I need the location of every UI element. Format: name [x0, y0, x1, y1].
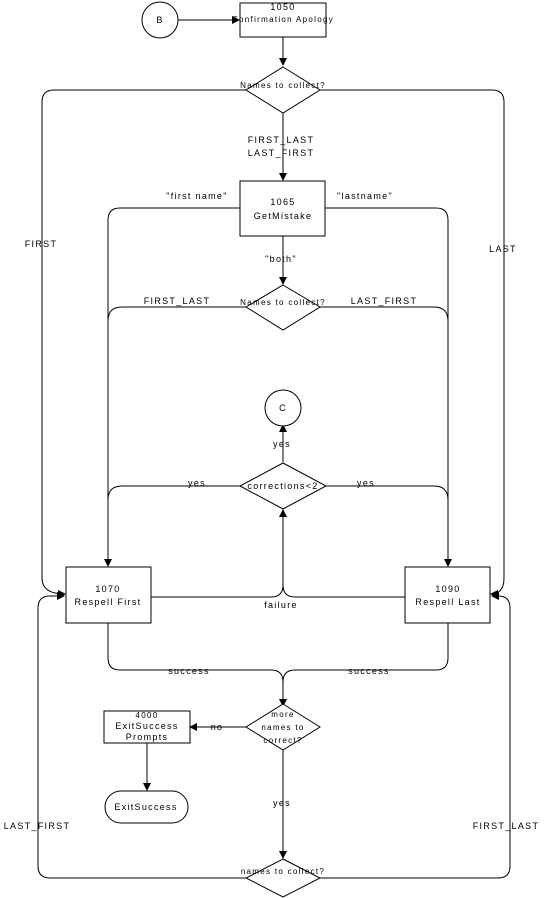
label-last-first-top: LAST_FIRST: [248, 148, 315, 158]
node-1070-label: Respell First: [75, 597, 142, 607]
node-1065-get-mistake: 1065 GetMistake: [239, 180, 326, 237]
edge-labels: FIRST_LAST LAST_FIRST FIRST LAST "first …: [4, 135, 540, 831]
label-firstname: "first name": [166, 191, 228, 201]
edge-1070-success: [107, 623, 287, 707]
edge-names1-first-to-1070: [41, 89, 246, 598]
label-first-last-top: FIRST_LAST: [248, 135, 315, 145]
label-first-last-mid: FIRST_LAST: [144, 296, 211, 306]
edge-names2-last-first: [320, 306, 449, 322]
edge-1070-failure: [151, 509, 287, 598]
edge-names3-first-last-to-1090: [320, 592, 511, 879]
decision-names-to-collect-2: Names to collect?: [240, 284, 326, 331]
node-4000-line2: Prompts: [126, 732, 169, 742]
label-yes-down: yes: [273, 798, 291, 808]
decision-names-2-label: Names to collect?: [240, 298, 326, 307]
node-4000-exit-success-prompts: 4000 ExitSuccess Prompts: [103, 710, 191, 744]
edge-1065-firstname-to-1070: [104, 207, 240, 567]
node-4000-id: 4000: [136, 711, 159, 720]
label-first-last-bottom: FIRST_LAST: [473, 821, 540, 831]
decision-more-line3: correct?: [263, 736, 302, 745]
terminal-exit-success: ExitSuccess: [104, 790, 189, 824]
decision-more-line1: more: [271, 710, 294, 719]
label-failure: failure: [264, 600, 298, 610]
terminal-exit-label: ExitSuccess: [114, 802, 177, 812]
node-1050-label: Confirmation Apology: [232, 15, 334, 24]
connector-c-label: C: [279, 403, 287, 413]
edges: [37, 16, 511, 879]
label-success-right: success: [348, 666, 390, 676]
connector-c: C: [264, 389, 302, 427]
label-success-left: success: [168, 666, 210, 676]
node-1050-id: 1050: [270, 2, 295, 12]
edge-names2-first-last: [107, 306, 246, 322]
edge-corrections-yes-left: [107, 485, 240, 501]
label-yes-c: yes: [273, 439, 291, 449]
decision-more-line2: names to: [261, 723, 304, 732]
label-yes-right: yes: [357, 478, 375, 488]
label-no: no: [211, 722, 224, 732]
edge-corrections-yes-right: [326, 485, 449, 501]
decision-names-3-label: names to collect?: [241, 867, 325, 876]
connector-b: B: [141, 1, 179, 39]
label-first-left: FIRST: [25, 239, 58, 249]
label-yes-left: yes: [188, 478, 206, 488]
node-1065-label: GetMistake: [254, 211, 313, 221]
node-1090-respell-last: 1090 Respell Last: [404, 566, 491, 624]
edge-names3-last-first-to-1070: [37, 592, 246, 879]
node-1070-id: 1070: [95, 584, 120, 594]
decision-corrections-label: corrections<2: [247, 481, 318, 491]
decision-names-to-collect-1: Names to collect?: [240, 66, 326, 114]
label-last-right: LAST: [489, 244, 517, 254]
node-1050-confirmation-apology: 1050 Confirmation Apology: [232, 2, 334, 38]
node-1090-label: Respell Last: [415, 597, 480, 607]
label-both: "both": [265, 254, 297, 264]
node-1065-id: 1065: [270, 197, 295, 207]
label-last-first-mid: LAST_FIRST: [351, 296, 418, 306]
edge-1065-lastname-to-1090: [325, 207, 452, 567]
node-1070-respell-first: 1070 Respell First: [65, 566, 152, 624]
node-4000-line1: ExitSuccess: [115, 721, 178, 731]
decision-names-1-label: Names to collect?: [240, 81, 326, 90]
decision-more-names: more names to correct?: [245, 703, 321, 751]
edge-names1-last-to-1090: [320, 89, 505, 598]
connector-b-label: B: [156, 15, 163, 25]
decision-names-to-collect-3: names to collect?: [241, 858, 325, 898]
label-last-first-bottom: LAST_FIRST: [4, 821, 71, 831]
label-lastname: "lastname": [337, 191, 393, 201]
decision-corrections: corrections<2: [238, 462, 328, 510]
node-1090-id: 1090: [435, 584, 460, 594]
edge-1090-success: [282, 623, 449, 683]
edge-1090-failure: [282, 584, 405, 598]
